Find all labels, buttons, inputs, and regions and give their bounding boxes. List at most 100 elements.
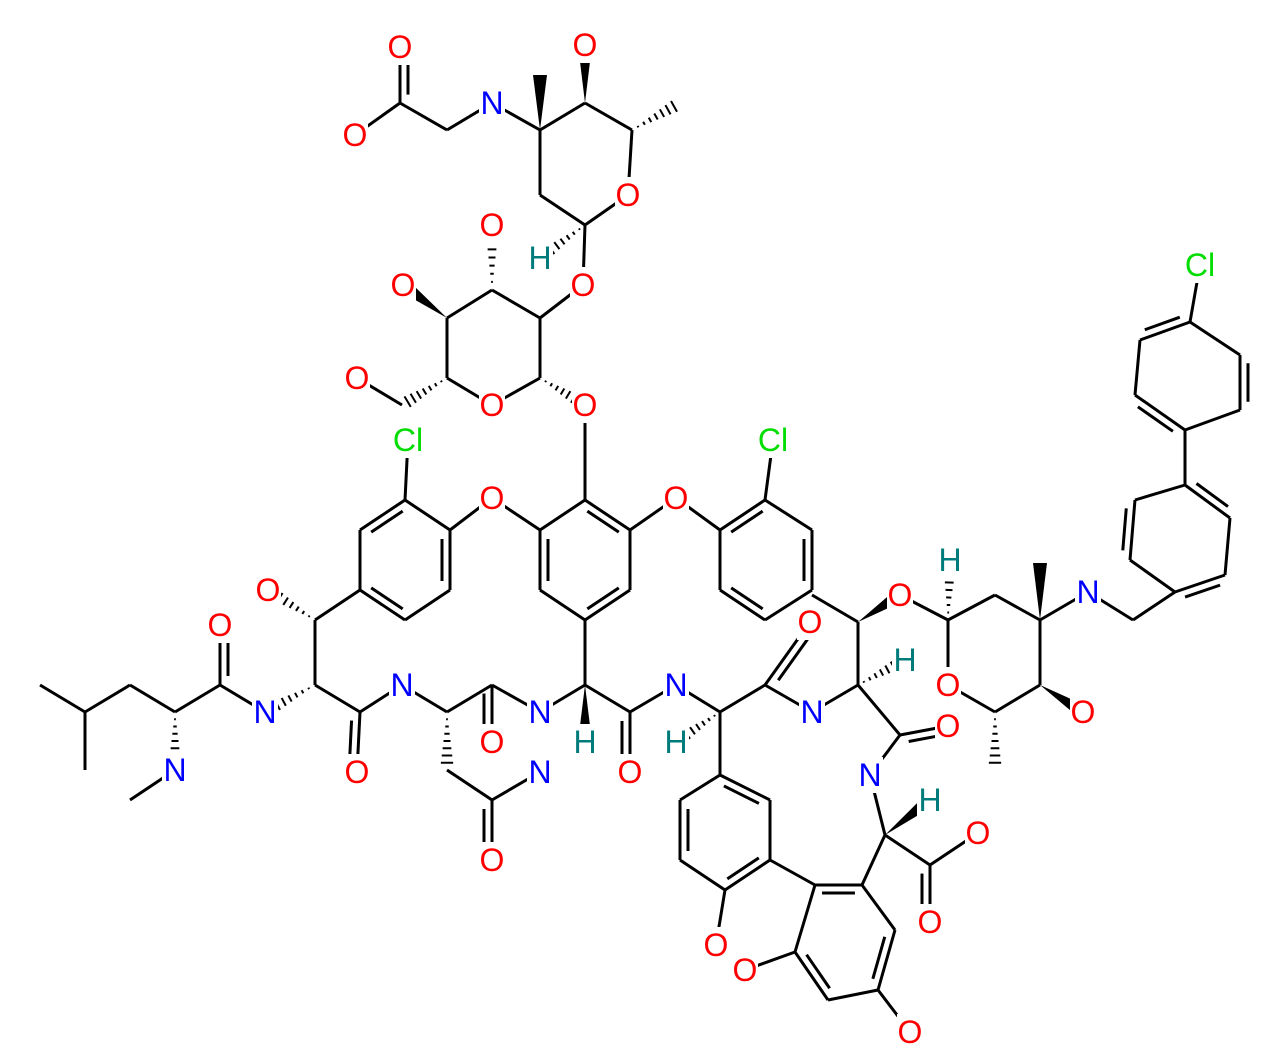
single-bond <box>1189 320 1241 357</box>
hash <box>571 231 576 236</box>
atom-bg <box>572 387 598 423</box>
single-bond <box>539 101 586 132</box>
atom-bg <box>479 842 505 878</box>
hash <box>307 687 311 690</box>
atom-h: H <box>664 724 687 760</box>
hash <box>565 234 571 241</box>
single-bond <box>860 884 897 931</box>
atom-bg <box>479 207 505 243</box>
atom-bg <box>892 642 918 678</box>
atom-o: O <box>480 480 505 516</box>
atom-o: O <box>480 387 505 423</box>
atom-bg <box>252 694 278 730</box>
hash <box>636 125 640 128</box>
single-bond <box>446 768 493 802</box>
double-bond <box>719 498 766 532</box>
single-bond <box>827 988 879 1002</box>
hash <box>862 680 866 684</box>
dashed-bond <box>988 718 1002 764</box>
double-bond <box>359 498 406 532</box>
atom-bg <box>389 667 415 703</box>
single-bond <box>39 683 86 714</box>
hash <box>294 692 299 698</box>
atom-n: N <box>390 667 413 703</box>
double-bond-inner <box>586 509 620 534</box>
atom-cl: Cl <box>758 422 788 458</box>
hash <box>421 387 428 396</box>
single-bond <box>1133 339 1142 396</box>
double-bond-inner <box>586 586 620 611</box>
double-bond <box>584 498 631 532</box>
atom-bg <box>617 754 643 790</box>
atom-o: O <box>573 27 598 63</box>
hash <box>658 108 666 118</box>
hash <box>554 385 560 391</box>
single-bond <box>719 683 766 714</box>
double-bond-inner <box>730 509 764 534</box>
atom-bg <box>663 724 689 760</box>
single-bond <box>539 498 586 532</box>
double-bond-inner <box>1121 508 1128 551</box>
single-bond <box>491 288 541 320</box>
atom-o: O <box>936 667 961 703</box>
hash <box>642 121 646 126</box>
single-bond <box>314 683 361 714</box>
hash <box>280 697 287 707</box>
hash <box>701 720 706 726</box>
single-bond <box>764 498 813 532</box>
hash <box>713 714 716 718</box>
single-bond <box>584 683 631 714</box>
atom-o: O <box>480 207 505 243</box>
atom-o: O <box>571 267 596 303</box>
atom-bg <box>479 85 505 121</box>
double-bond <box>719 773 771 802</box>
double-bond-inner <box>726 856 760 881</box>
atom-o: O <box>480 724 505 760</box>
double-bond-inner <box>871 936 887 980</box>
atom-bg <box>527 240 553 276</box>
hash <box>884 665 891 674</box>
single-bond <box>679 773 721 802</box>
atom-h: H <box>893 642 916 678</box>
hash <box>427 385 433 391</box>
atom-bg <box>527 694 553 730</box>
atom-o: O <box>664 480 689 516</box>
single-bond <box>994 593 1041 622</box>
atom-cl: Cl <box>393 422 423 458</box>
single-bond <box>764 588 813 622</box>
hash <box>878 668 885 677</box>
double-bond <box>1139 320 1191 342</box>
double-bond <box>724 858 771 892</box>
atom-o: O <box>918 904 943 940</box>
hash <box>868 676 872 681</box>
dashed-bond <box>440 718 454 764</box>
atom-o: O <box>618 754 643 790</box>
atom-bg <box>344 754 370 790</box>
double-bond <box>876 929 897 991</box>
hash <box>707 717 711 722</box>
double-bond-inner <box>370 586 404 611</box>
double-bond-inner <box>777 635 811 682</box>
single-bond <box>679 858 726 892</box>
hash <box>653 112 659 121</box>
atom-o: O <box>345 754 370 790</box>
single-bond <box>1184 408 1241 432</box>
single-bond <box>539 588 586 622</box>
atom-o: O <box>798 604 823 640</box>
atom-n: N <box>253 694 276 730</box>
atom-bg <box>897 1014 923 1050</box>
hash <box>415 390 422 400</box>
atom-bg <box>732 952 758 988</box>
double-bond-inner <box>730 586 764 611</box>
atom-bg <box>572 724 598 760</box>
hash <box>553 241 561 250</box>
hash <box>440 380 443 383</box>
bonds <box>39 45 1250 1033</box>
atom-bg <box>663 667 689 703</box>
atom-h: H <box>938 542 961 578</box>
single-bond <box>994 683 1041 714</box>
hash <box>689 726 696 735</box>
single-bond <box>404 498 451 532</box>
single-bond <box>1134 483 1186 502</box>
hash <box>301 610 306 615</box>
